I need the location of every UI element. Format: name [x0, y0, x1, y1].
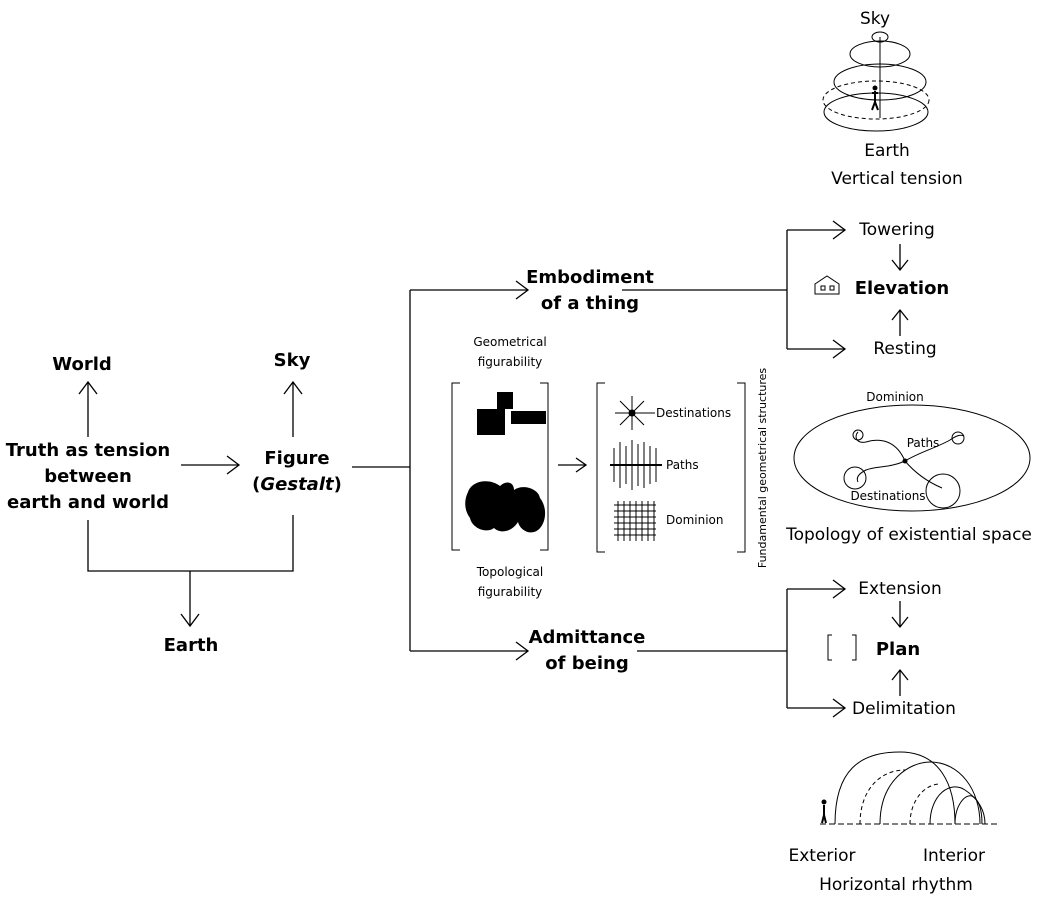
figurability-to-structures-arrow	[558, 457, 588, 473]
resting-arrow	[787, 339, 847, 359]
vertical-tension-illustration	[822, 31, 930, 132]
structures-bracket-left	[596, 382, 605, 553]
topological-line-1: Topological	[476, 565, 544, 579]
truth-to-figure-arrow	[181, 455, 241, 475]
resting-to-elevation-arrow	[891, 308, 909, 336]
world-label: World	[52, 354, 112, 375]
structures-bracket-right	[737, 382, 746, 553]
earth-label-right: Earth	[864, 141, 910, 161]
sky-label-right: Sky	[860, 9, 890, 29]
truth-line-3: earth and world	[7, 492, 169, 513]
truth-line-2: between	[44, 466, 132, 487]
figure-label: Figure	[264, 448, 329, 469]
world-arrow	[78, 380, 98, 437]
destinations-label: Destinations	[656, 406, 731, 420]
figurability-bracket-right	[540, 382, 549, 551]
horizontal-rhythm-caption: Horizontal rhythm	[819, 875, 973, 895]
figurability-bracket-left	[451, 382, 460, 551]
topo-destinations-label: Destinations	[850, 489, 925, 503]
truth-line-1: Truth as tension	[6, 440, 171, 461]
house-icon	[814, 275, 840, 295]
resting-label: Resting	[873, 339, 936, 359]
delimitation-label: Delimitation	[852, 699, 956, 719]
delimitation-arrow	[787, 698, 847, 718]
topological-line-2: figurability	[478, 585, 543, 599]
towering-label: Towering	[858, 220, 935, 240]
topo-paths-label: Paths	[907, 436, 940, 450]
earth-arrow	[180, 571, 200, 628]
embodiment-to-elevation-line	[622, 230, 788, 349]
middle-section: Embodiment of a thing Admittance of bein…	[352, 267, 769, 674]
admittance-arrow	[410, 641, 530, 661]
sky-label-left: Sky	[274, 350, 311, 371]
plan-bracket-icon	[827, 634, 857, 661]
elevation-label: Elevation	[855, 278, 950, 299]
embodiment-arrow	[410, 280, 530, 300]
topology-illustration	[793, 404, 1031, 512]
destinations-icon	[615, 396, 649, 430]
person-icon	[871, 85, 879, 111]
delimitation-to-plan-arrow	[891, 668, 909, 696]
dominion-label: Dominion	[666, 513, 724, 527]
exterior-label: Exterior	[788, 846, 855, 866]
topology-caption: Topology of existential space	[785, 525, 1032, 545]
embodiment-line-1: Embodiment	[526, 267, 654, 288]
paths-icon	[610, 440, 662, 490]
embodiment-line-2: of a thing	[541, 293, 639, 314]
earth-label: Earth	[164, 635, 219, 656]
extension-arrow	[787, 579, 847, 599]
gestalt-label: (Gestalt)	[252, 474, 342, 495]
admittance-line-2: of being	[545, 653, 628, 674]
paths-label: Paths	[666, 458, 699, 472]
interior-label: Interior	[923, 846, 985, 866]
left-section: World Truth as tension between earth and…	[6, 350, 342, 656]
right-section: Sky Earth Vertical tension Towering Elev…	[622, 9, 1032, 895]
earth-bracket-line	[87, 515, 294, 572]
extension-to-plan-arrow	[891, 601, 909, 629]
vertical-tension-caption: Vertical tension	[831, 169, 963, 189]
geometrical-line-2: figurability	[478, 355, 543, 369]
geometric-shapes-icon	[477, 392, 546, 435]
dominion-icon	[614, 501, 656, 541]
towering-to-elevation-arrow	[891, 244, 909, 272]
structures-vertical-label: Fundamental geometrical structures	[756, 368, 769, 569]
admittance-line-1: Admittance	[529, 627, 646, 648]
extension-label: Extension	[858, 579, 941, 599]
topological-blob-icon	[465, 481, 546, 533]
admittance-to-plan-line	[637, 589, 788, 708]
person-icon-small	[821, 799, 827, 824]
plan-label: Plan	[876, 639, 920, 660]
geometrical-line-1: Geometrical	[473, 335, 546, 349]
sky-arrow-left	[283, 380, 303, 437]
topo-dominion-label: Dominion	[866, 390, 924, 404]
towering-arrow	[787, 220, 847, 240]
horizontal-rhythm-illustration	[820, 751, 1000, 825]
